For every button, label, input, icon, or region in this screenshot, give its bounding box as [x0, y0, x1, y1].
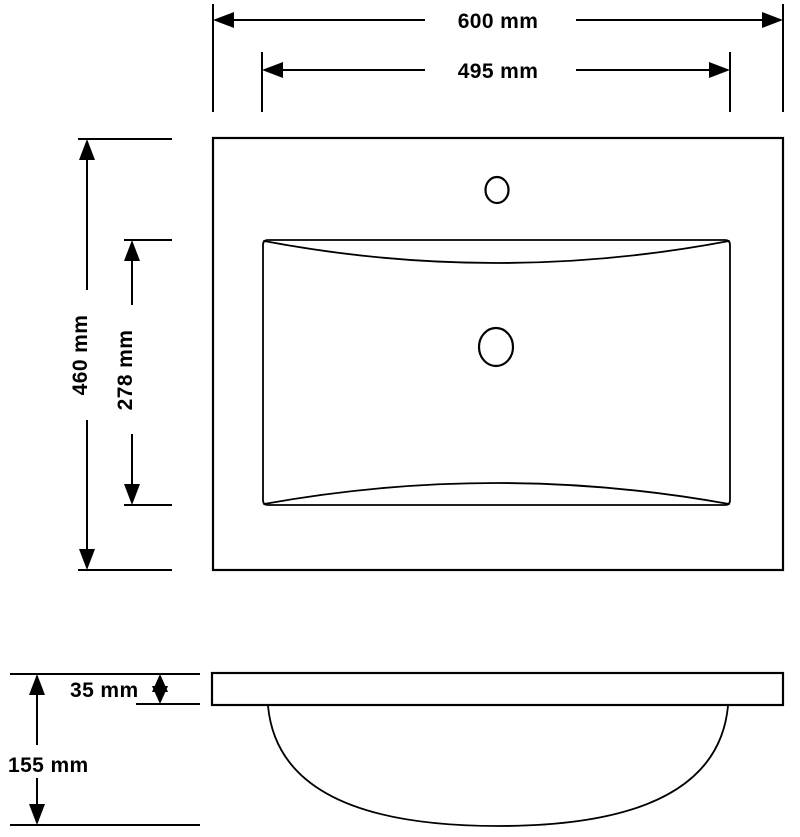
dimension-overall-width: 600 mm [212, 4, 784, 112]
arrow-head-left-600 [213, 12, 234, 28]
countertop-outline [211, 136, 785, 572]
front-slab-outline [210, 671, 785, 707]
arrow-head-bottom-278 [124, 484, 140, 505]
arrow-head-top-155 [29, 674, 45, 695]
dimension-overall-depth: 460 mm [69, 138, 172, 571]
label-overall-height: 155 mm [8, 754, 89, 777]
basin-bottom-curve [263, 482, 730, 505]
dimension-overall-height: 155 mm [8, 674, 200, 826]
basin-opening-outline [262, 239, 731, 506]
arrow-head-bottom-155 [29, 804, 45, 825]
dimension-basin-width: 495 mm [261, 52, 731, 112]
arrow-head-bottom-35 [152, 686, 168, 704]
label-basin-width: 495 mm [458, 60, 539, 83]
arrow-head-left-495 [262, 62, 283, 78]
arrow-head-top-278 [124, 240, 140, 261]
dimension-slab-thickness: 35 mm [10, 673, 200, 705]
arrow-head-bottom-460 [79, 549, 95, 570]
label-slab-thickness: 35 mm [70, 679, 139, 702]
basin-top-curve [263, 240, 730, 264]
dimension-basin-depth: 278 mm [114, 239, 172, 506]
bowl-profile-curve [267, 705, 729, 827]
drain-hole-icon [477, 326, 515, 368]
arrow-head-right-600 [762, 12, 783, 28]
tap-hole-icon [484, 175, 510, 205]
front-view [210, 671, 785, 827]
arrow-head-top-460 [79, 139, 95, 160]
arrow-head-right-495 [709, 62, 730, 78]
label-overall-depth: 460 mm [69, 315, 92, 396]
label-basin-depth: 278 mm [114, 330, 137, 411]
label-overall-width: 600 mm [458, 10, 539, 33]
top-view [211, 136, 785, 572]
